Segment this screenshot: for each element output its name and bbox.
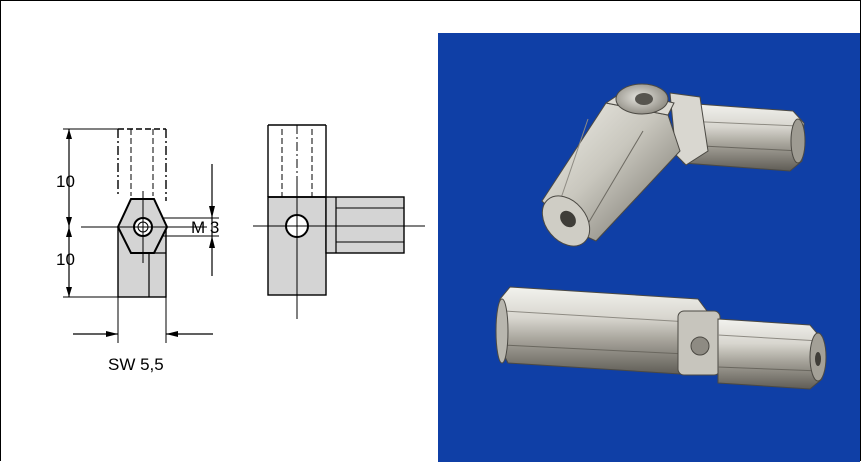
technical-drawing: 10 10 M 3 SW 5,5	[56, 124, 425, 374]
thread-dimension: M 3	[163, 164, 219, 276]
upper-connector	[541, 83, 806, 247]
front-view	[81, 128, 207, 298]
product-photo	[438, 33, 860, 462]
thread-label: M 3	[191, 218, 219, 237]
height-dimension: 10 10	[56, 128, 118, 298]
height-bottom-label: 10	[56, 250, 75, 269]
lower-connector	[495, 286, 827, 390]
photo-illustration	[495, 83, 827, 390]
side-view	[253, 124, 425, 319]
height-top-label: 10	[56, 172, 75, 191]
wrench-size-label: SW 5,5	[108, 355, 164, 374]
wrench-size-dimension: SW 5,5	[73, 297, 213, 374]
